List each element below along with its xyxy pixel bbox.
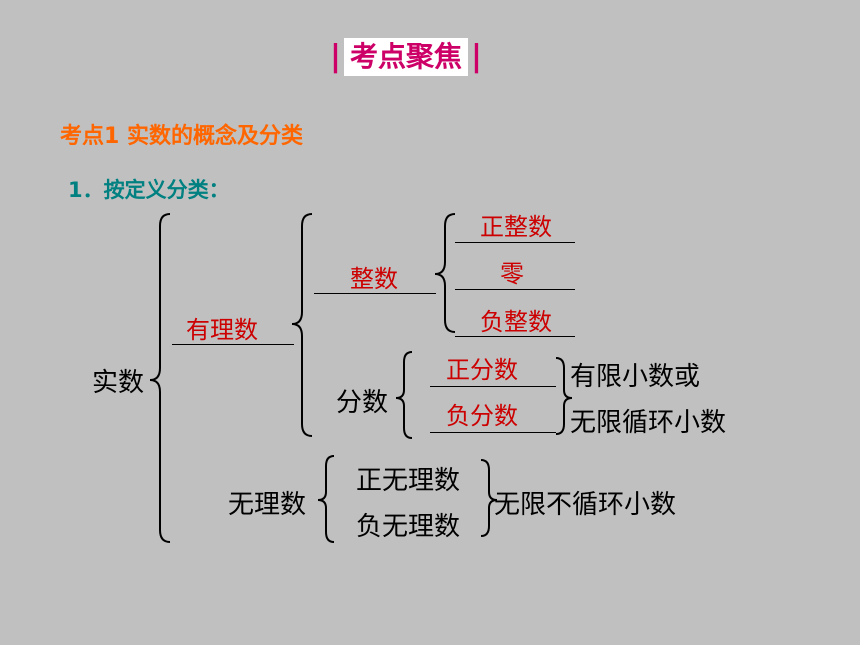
blank-rational xyxy=(172,344,294,345)
integer-answer: 整数 xyxy=(350,265,398,293)
irrational-note: 无限不循环小数 xyxy=(494,490,677,520)
fraction-note-1: 有限小数或 xyxy=(570,362,701,392)
blank-integer xyxy=(314,293,436,294)
blank-pos-integer xyxy=(455,242,575,243)
section-heading: 考点1 实数的概念及分类 xyxy=(60,124,303,149)
irrational-label: 无理数 xyxy=(228,490,307,520)
blank-zero xyxy=(455,289,575,290)
title-text: 考点聚焦 xyxy=(343,38,468,76)
title-left-bar: | xyxy=(330,39,341,74)
blank-neg-fraction xyxy=(430,432,556,433)
integer-brace xyxy=(434,213,456,333)
rational-answer: 有理数 xyxy=(186,316,258,344)
title-right-bar: | xyxy=(470,39,482,74)
sub-heading: 1．按定义分类： xyxy=(68,178,230,202)
irrational-right-brace xyxy=(480,459,498,537)
blank-pos-fraction xyxy=(430,386,556,387)
pos-integer-answer: 正整数 xyxy=(480,213,552,241)
rational-brace xyxy=(291,213,313,437)
blank-neg-integer xyxy=(455,336,575,337)
neg-fraction-answer: 负分数 xyxy=(446,402,518,430)
neg-irrational-label: 负无理数 xyxy=(356,512,461,542)
root-label: 实数 xyxy=(92,368,145,398)
zero-answer: 零 xyxy=(500,260,524,288)
slide-title: | 考点聚焦 | xyxy=(330,36,482,78)
root-brace xyxy=(149,213,171,543)
pos-fraction-answer: 正分数 xyxy=(446,356,518,384)
fraction-label: 分数 xyxy=(336,388,389,418)
fraction-right-brace xyxy=(555,357,573,435)
fraction-note-2: 无限循环小数 xyxy=(570,408,727,438)
neg-integer-answer: 负整数 xyxy=(480,308,552,336)
irrational-brace xyxy=(317,455,335,543)
pos-irrational-label: 正无理数 xyxy=(356,466,461,496)
fraction-brace xyxy=(395,351,413,439)
